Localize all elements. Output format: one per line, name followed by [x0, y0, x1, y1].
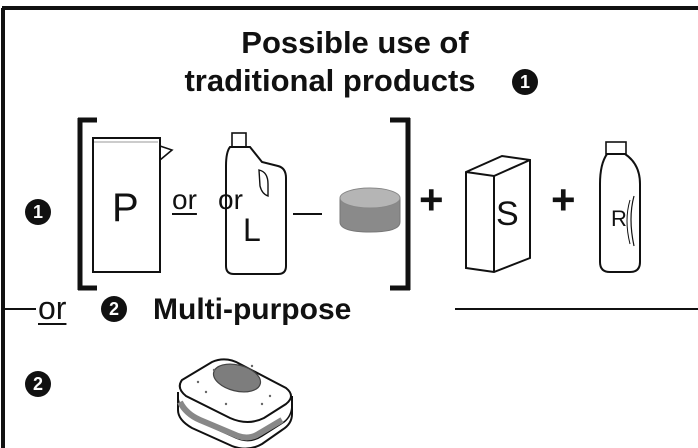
or-label-2: or: [218, 184, 243, 215]
left-bracket: [77, 117, 97, 291]
right-bracket: [390, 117, 411, 291]
salt-box-icon: [465, 154, 531, 274]
row2-marker: 2: [25, 371, 51, 397]
title-line-1: Possible use of: [241, 25, 469, 60]
plus-2: +: [551, 176, 576, 223]
liquid-bottle-icon: [225, 132, 287, 275]
liquid-letter: L: [243, 212, 261, 248]
plus-1: +: [419, 176, 444, 223]
multi-tablet-icon: [177, 358, 293, 448]
divider-marker: 2: [101, 296, 127, 322]
powder-letter: P: [112, 186, 139, 230]
rinse-aid-bottle-icon: [599, 141, 641, 273]
powder-box-icon: [92, 137, 174, 273]
row1-marker: 1: [25, 199, 51, 225]
title-marker: 1: [512, 69, 538, 95]
or-label-1: or: [172, 184, 197, 215]
salt-letter: S: [496, 195, 519, 233]
rinse-letter: R: [611, 206, 627, 231]
title-line-2: traditional products: [184, 63, 476, 98]
divider-or-label: or: [38, 290, 67, 326]
tablet-icon: [339, 187, 401, 233]
divider-label: Multi-purpose: [153, 293, 352, 326]
